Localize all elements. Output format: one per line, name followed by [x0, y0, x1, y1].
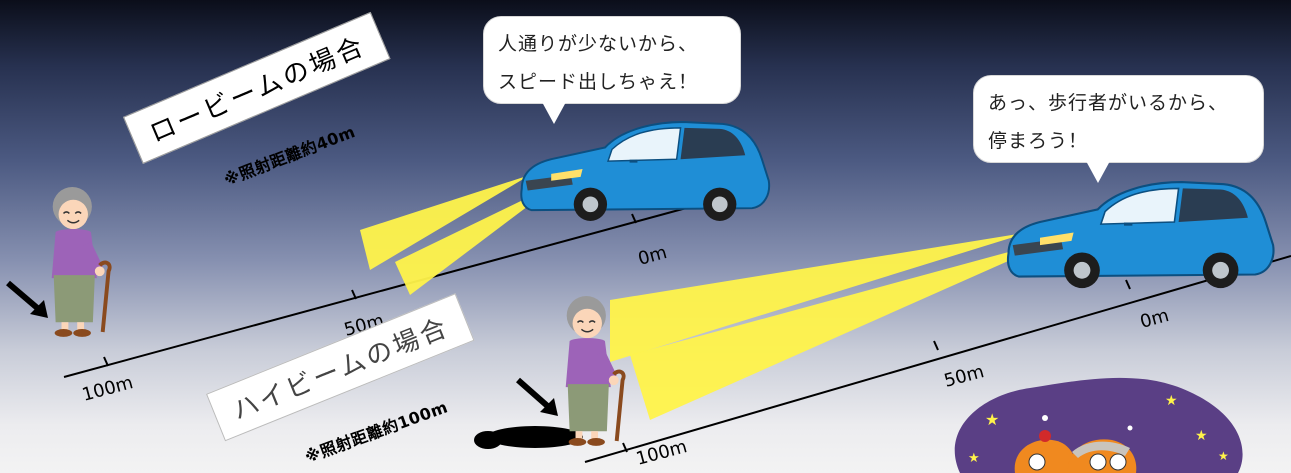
speech-low-line-2: スピード出しちゃえ！ [498, 71, 699, 93]
svg-text:★: ★ [1218, 449, 1229, 463]
high-beam-ray-2 [630, 238, 1060, 420]
dist-high-0: 0m [1138, 305, 1171, 333]
tick-low-0 [631, 213, 637, 224]
svg-text:★: ★ [1195, 428, 1208, 444]
svg-text:★: ★ [968, 451, 980, 466]
low-beam-ray-2 [395, 182, 560, 295]
tick-low-100 [103, 356, 109, 367]
arrow-head-2 [540, 398, 558, 416]
dist-high-100: 100m [634, 436, 690, 470]
dist-low-100: 100m [80, 372, 136, 406]
car-low-beam [519, 120, 771, 223]
speech-bubble-low: 人通りが少ないから、 スピード出しちゃえ！ [483, 16, 741, 124]
grandma-far [52, 187, 110, 337]
arrow-head-1 [30, 300, 48, 318]
svg-text:★: ★ [1165, 393, 1178, 409]
arrow-icon-2 [516, 377, 554, 413]
dist-low-0: 0m [636, 242, 669, 270]
tick-low-50 [351, 289, 357, 300]
tick-high-100 [622, 442, 628, 453]
car-high-beam [1006, 180, 1276, 290]
pedestrian-shadow [487, 426, 583, 448]
speech-high-line-1: あっ、歩行者がいるから、 [988, 92, 1229, 114]
speech-low-line-1: 人通りが少ないから、 [498, 33, 699, 55]
road-line-high [584, 255, 1291, 463]
low-beam-ray-1 [360, 175, 530, 270]
owl-mascot-badge: ★ ★ ★ ★ ★ [954, 377, 1243, 473]
tick-high-50 [933, 340, 939, 351]
arrow-icon-1 [6, 280, 44, 315]
high-beam-ray-1 [610, 232, 1030, 362]
star-icon: ★ [985, 410, 999, 429]
tick-high-0 [1125, 279, 1131, 290]
speech-bubble-high: あっ、歩行者がいるから、 停まろう！ [973, 75, 1264, 183]
speech-high-line-2: 停まろう！ [988, 130, 1089, 152]
dist-high-50: 50m [942, 361, 987, 392]
